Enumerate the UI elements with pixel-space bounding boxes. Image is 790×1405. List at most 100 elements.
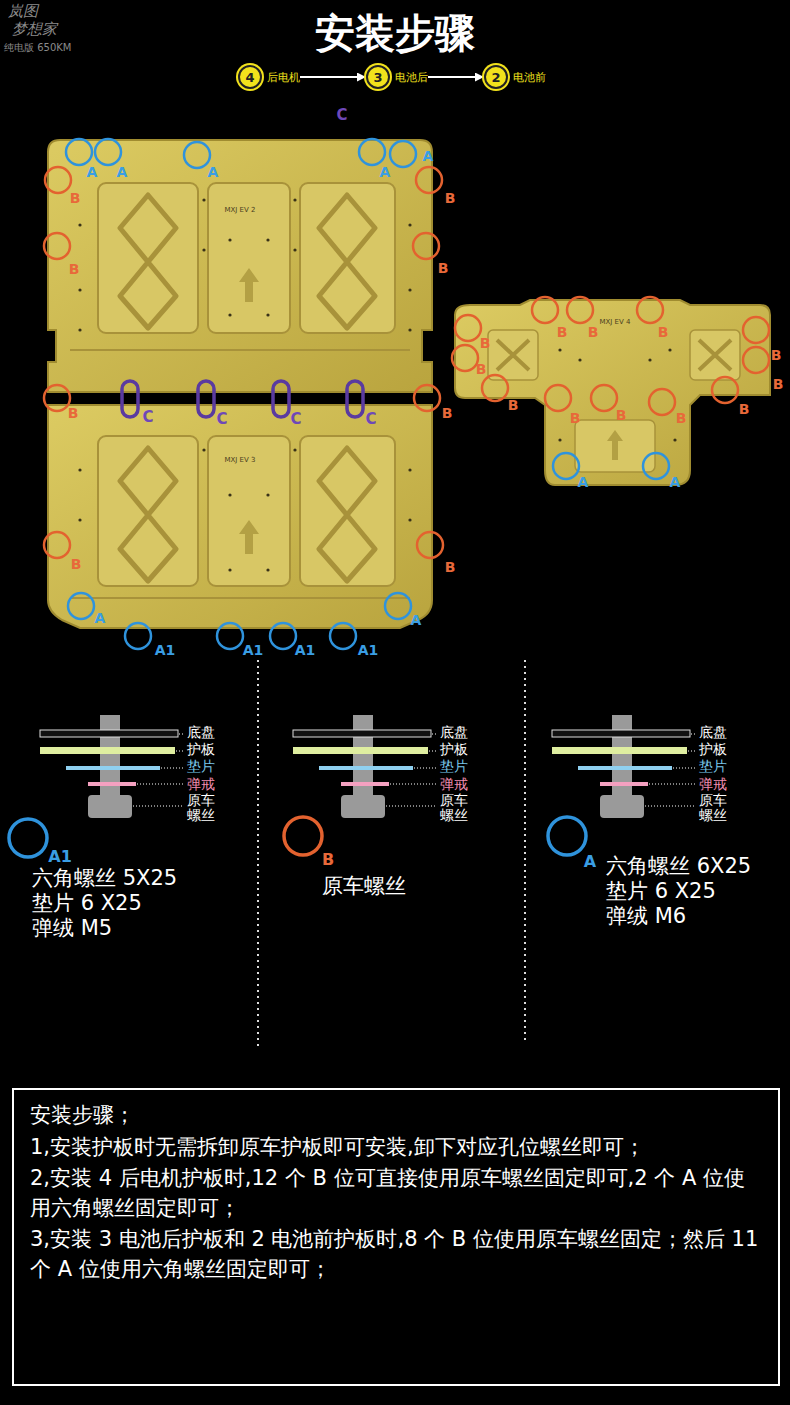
callout-letter: B xyxy=(438,261,449,275)
plate-rib xyxy=(319,448,375,581)
key-marker xyxy=(548,817,586,855)
callout-letter: B xyxy=(68,406,79,420)
layer-label: 原车 螺丝 xyxy=(187,793,216,822)
plate-panel xyxy=(208,436,290,586)
layer-label: 垫片 xyxy=(440,759,468,773)
c-slots xyxy=(122,381,363,417)
plate-panel xyxy=(300,436,395,586)
chassis-layer xyxy=(40,730,178,737)
washer-layer xyxy=(578,766,672,770)
spec-text: 弹绒 M6 xyxy=(606,906,686,927)
plate-rib xyxy=(319,195,375,328)
hole xyxy=(558,438,561,441)
plate-panel xyxy=(208,183,290,333)
callout-letter: B xyxy=(616,408,627,422)
flow-arrow xyxy=(300,76,366,78)
callout-letter: B xyxy=(773,377,784,391)
spring-washer-layer xyxy=(600,782,648,786)
hole xyxy=(578,358,581,361)
callout-letter: C xyxy=(365,412,376,427)
callout-letter: A1 xyxy=(155,643,176,657)
step-number: 2 xyxy=(484,65,508,89)
plate-edge xyxy=(70,349,410,351)
callout-letter: B xyxy=(658,325,669,339)
hole xyxy=(408,518,411,521)
callout-letter: A xyxy=(87,165,98,179)
layer-label: 垫片 xyxy=(187,759,215,773)
bolt-marker xyxy=(359,139,385,165)
key-marker xyxy=(9,819,47,857)
bolt-shaft xyxy=(612,715,632,800)
rear-motor-plate xyxy=(455,300,770,485)
bolt-marker xyxy=(44,385,70,411)
plate-holes xyxy=(78,448,411,571)
bolt-marker xyxy=(125,623,151,649)
callout-letter: A1 xyxy=(358,643,379,657)
layer-label: 底盘 xyxy=(440,725,468,739)
chassis-layer xyxy=(293,730,431,737)
bolt-marker xyxy=(270,623,296,649)
hole xyxy=(228,493,231,496)
hole xyxy=(266,493,269,496)
c-slot xyxy=(122,381,138,417)
hole xyxy=(202,198,205,201)
flow-arrow xyxy=(428,76,484,78)
part-code: MXJ EV 3 xyxy=(224,457,255,464)
spec-text: 弹绒 M5 xyxy=(32,918,112,939)
callout-letter: A xyxy=(380,165,391,179)
bolt-marker xyxy=(330,623,356,649)
key-letter: B xyxy=(322,852,334,868)
layer-label: 底盘 xyxy=(699,725,727,739)
hole xyxy=(293,448,296,451)
hole xyxy=(408,468,411,471)
callout-letter: B xyxy=(739,402,750,416)
hole xyxy=(293,198,296,201)
bolt-marker xyxy=(591,385,617,411)
callout-letter: B xyxy=(570,411,581,425)
hole xyxy=(78,223,81,226)
plate-layer xyxy=(40,747,175,754)
callout-letter: A1 xyxy=(243,643,264,657)
plate-outline xyxy=(455,300,770,485)
hole xyxy=(266,313,269,316)
spec-text: 六角螺丝 5X25 xyxy=(32,868,177,889)
bolt-marker xyxy=(417,532,443,558)
instruction-line: 3,安装 3 电池后护板和 2 电池前护板时,8 个 B 位使用原车螺丝固定；然… xyxy=(30,1224,762,1285)
bolt-shaft xyxy=(100,715,120,800)
spec-text: 原车螺丝 xyxy=(322,876,406,897)
fastener-stack xyxy=(40,715,183,818)
page-title: 安装步骤 xyxy=(315,6,475,61)
layer-label: 护板 xyxy=(699,742,727,756)
layer-label: 护板 xyxy=(187,742,215,756)
callout-letter: B xyxy=(69,262,80,276)
instruction-box: 安装步骤；1,安装护板时无需拆卸原车护板即可安装,卸下对应孔位螺丝即可；2,安装… xyxy=(12,1088,780,1386)
bolt-marker xyxy=(649,389,675,415)
layer-label: 原车 螺丝 xyxy=(699,793,728,822)
bolt-marker xyxy=(416,167,442,193)
watermark-text: 岚图 xyxy=(8,4,38,19)
layer-label: 护板 xyxy=(440,742,468,756)
layer-label: 弹戒 xyxy=(699,777,727,791)
instruction-line: 2,安装 4 后电机护板时,12 个 B 位可直接使用原车螺丝固定即可,2 个 … xyxy=(30,1163,762,1224)
bolt-marker xyxy=(743,347,769,373)
callout-letter: A xyxy=(423,149,434,163)
step-marker: 4后电机 xyxy=(238,65,300,89)
hole xyxy=(202,248,205,251)
callout-letter: B xyxy=(445,560,456,574)
hole xyxy=(408,328,411,331)
callout-letter: A xyxy=(117,165,128,179)
bolt-head xyxy=(88,795,132,818)
plate-rib xyxy=(120,448,176,581)
callout-letter: B xyxy=(557,325,568,339)
layer-label: 弹戒 xyxy=(187,777,215,791)
watermark-text: 纯电版 650KM xyxy=(4,43,71,53)
plate-panel xyxy=(300,183,395,333)
chassis-layer xyxy=(552,730,690,737)
callout-letter: B xyxy=(445,191,456,205)
hole xyxy=(266,238,269,241)
washer-layer xyxy=(66,766,160,770)
hole xyxy=(266,568,269,571)
bolt-head xyxy=(600,795,644,818)
fastener-stack xyxy=(552,715,695,818)
c-slot xyxy=(273,381,289,417)
